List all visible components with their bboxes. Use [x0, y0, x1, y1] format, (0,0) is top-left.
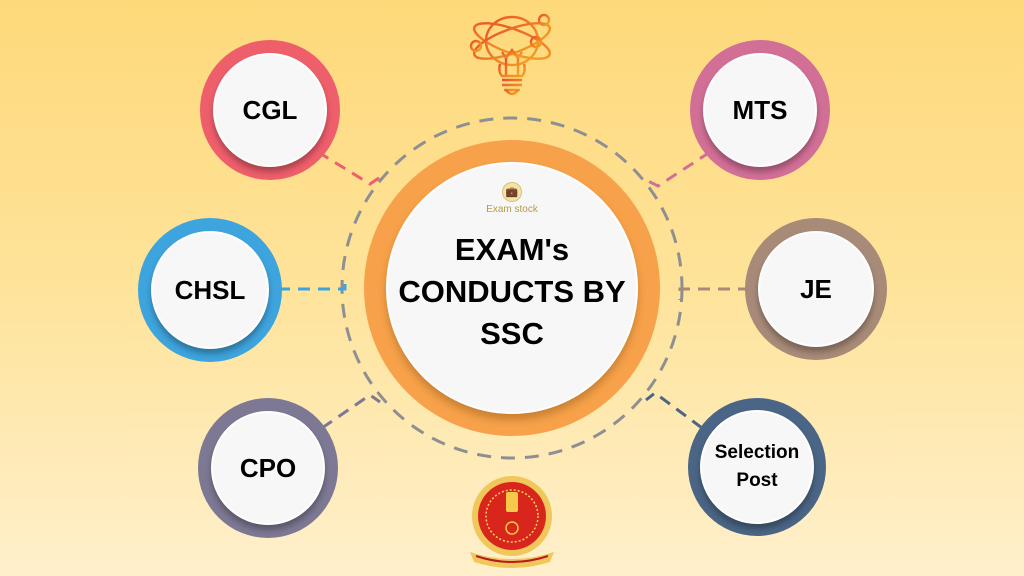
ssc-emblem-logo — [470, 476, 554, 568]
center-title: EXAM's CONDUCTS BY SSC — [398, 232, 626, 351]
node-label: CGL — [242, 95, 298, 125]
node-cpo-inner: CPO — [211, 411, 325, 525]
node-label: CHSL — [174, 275, 246, 305]
node-cgl-inner: CGL — [213, 53, 327, 167]
node-label: JE — [800, 274, 832, 304]
center-circle: 💼 Exam stock EXAM's CONDUCTS BY SSC — [386, 162, 638, 414]
node-selection-post-inner: Selection Post — [700, 410, 814, 524]
node-mts-inner: MTS — [703, 53, 817, 167]
node-je: JE — [745, 218, 887, 360]
lightbulb-atom-icon — [469, 13, 552, 96]
node-chsl: CHSL — [138, 218, 282, 362]
brand-name: Exam stock — [486, 204, 538, 215]
node-cpo: CPO — [198, 398, 338, 538]
node-je-inner: JE — [758, 231, 874, 347]
node-mts: MTS — [690, 40, 830, 180]
node-selection-post: Selection Post — [688, 398, 826, 536]
node-label: Selection Post — [714, 442, 800, 491]
node-chsl-inner: CHSL — [151, 231, 269, 349]
briefcase-icon: 💼 — [502, 182, 522, 202]
node-label: CPO — [239, 453, 297, 483]
node-cgl: CGL — [200, 40, 340, 180]
node-label: MTS — [732, 95, 788, 125]
